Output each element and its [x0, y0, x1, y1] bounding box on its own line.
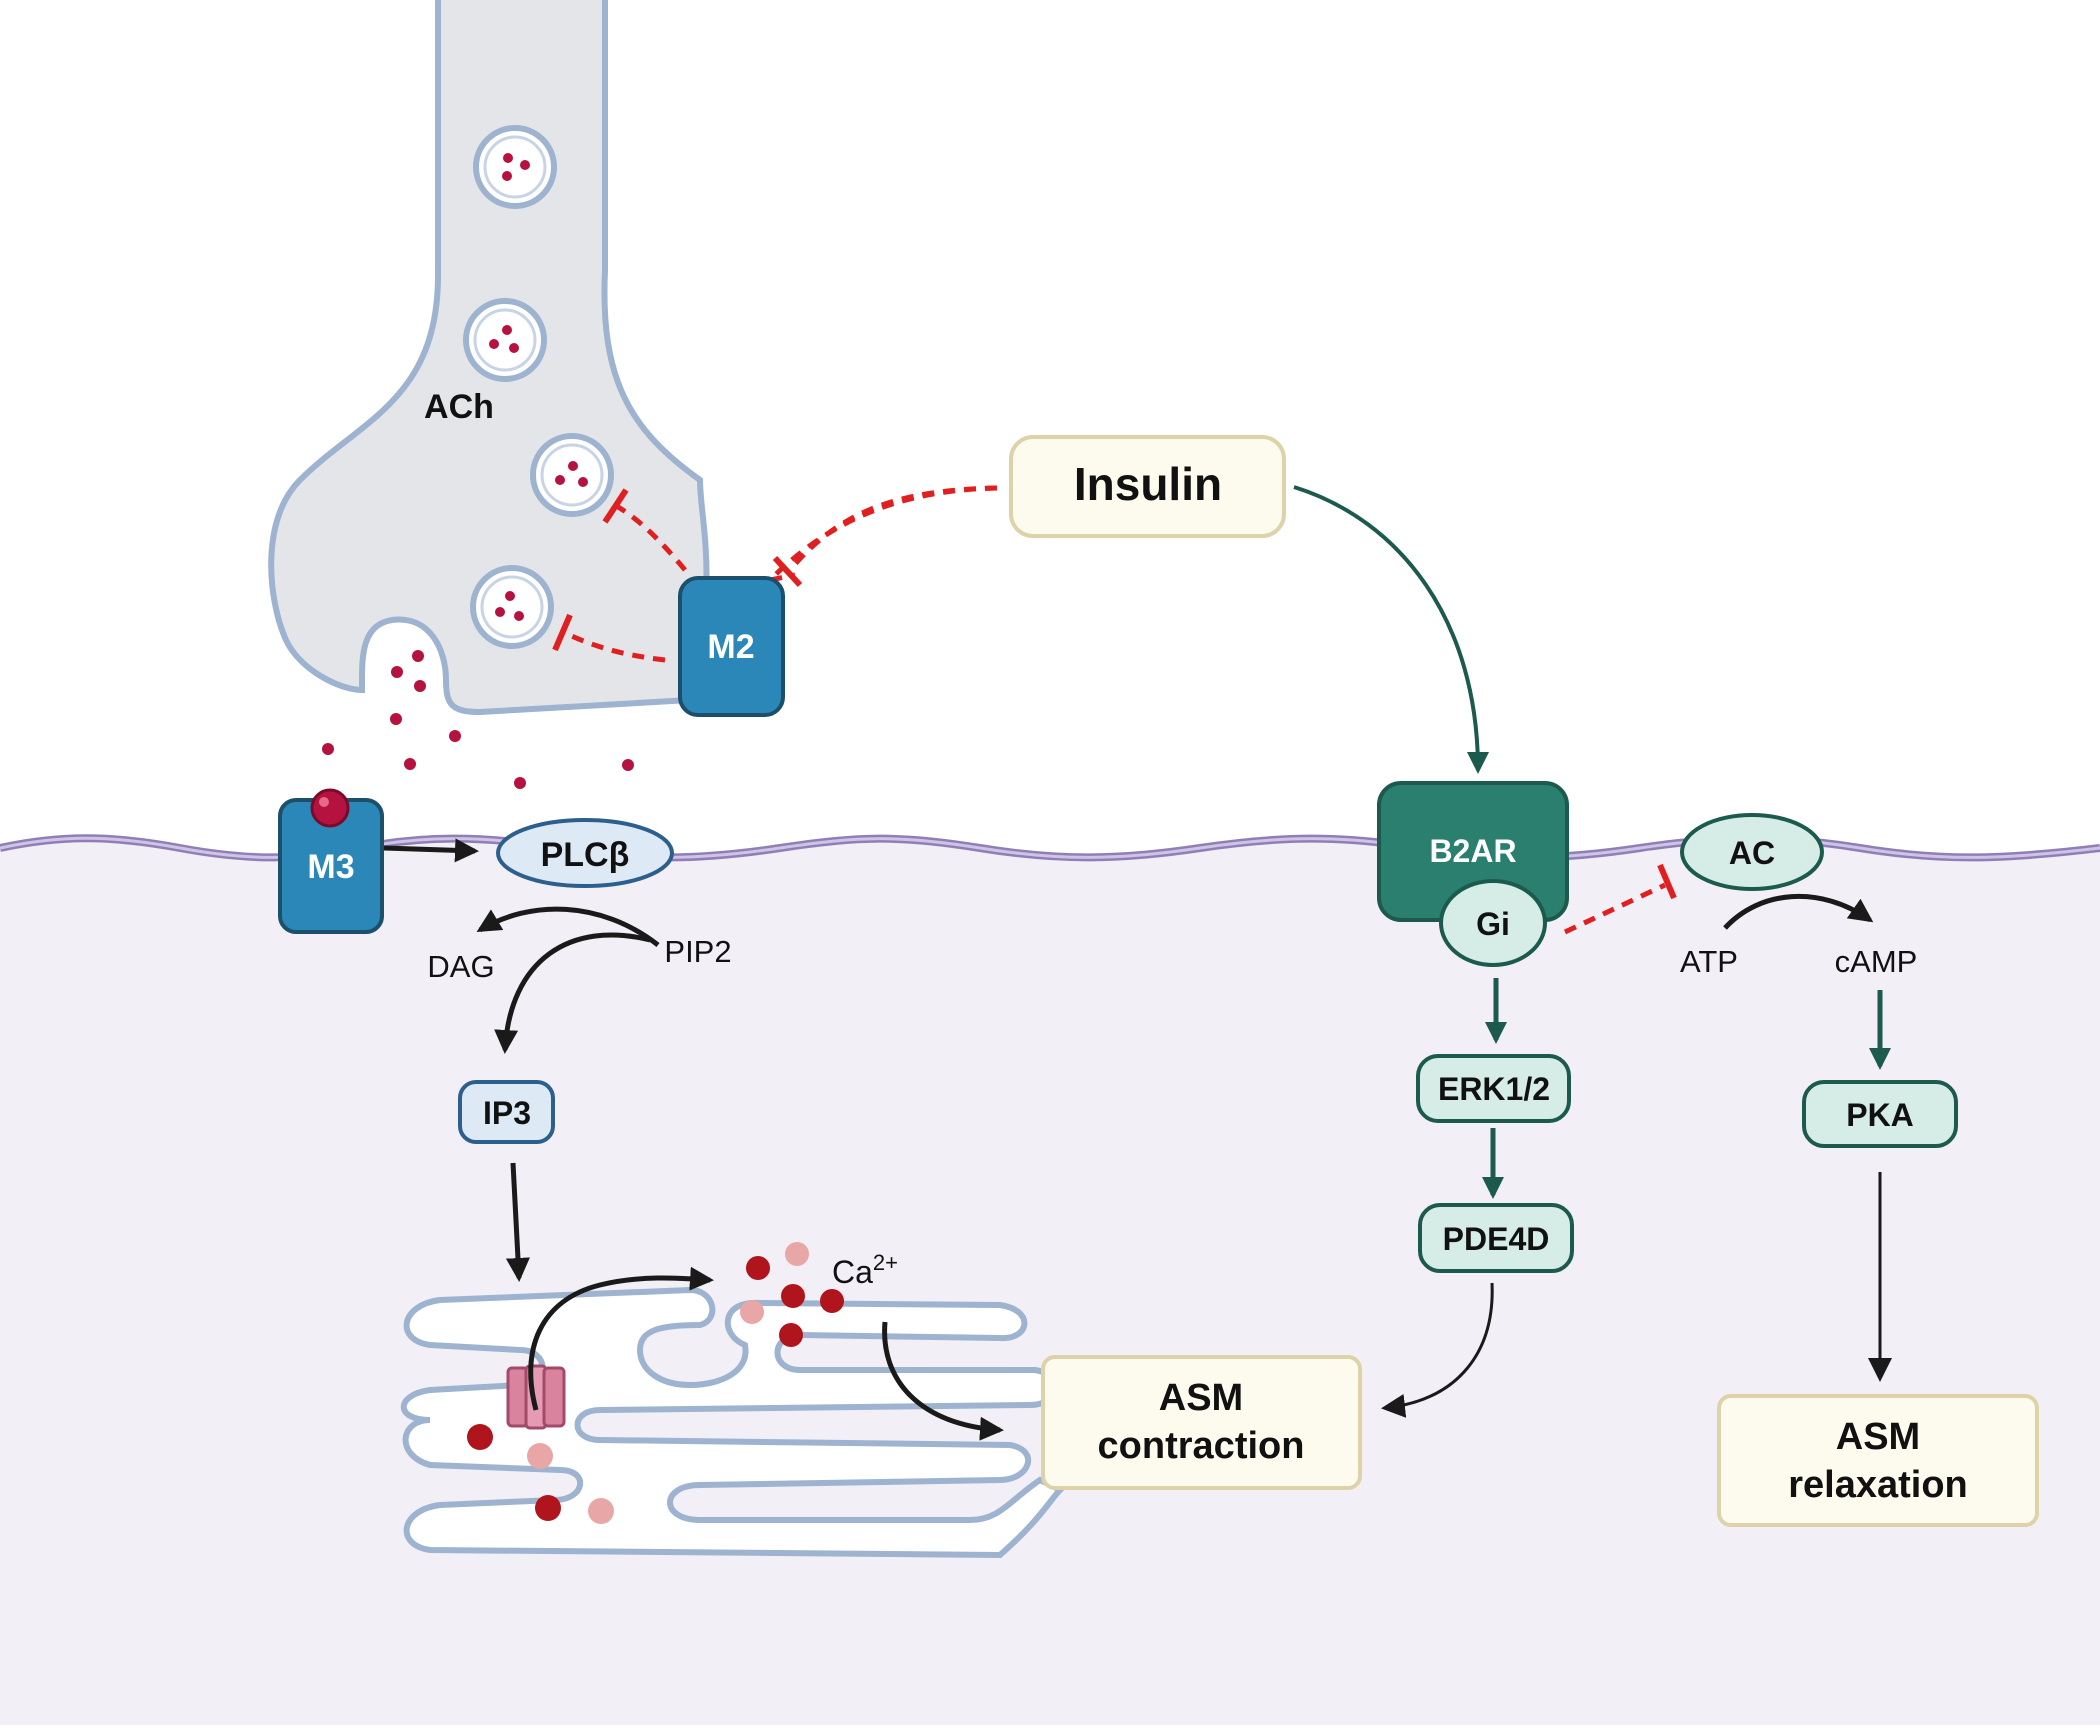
m2-vesicle3-tbar — [602, 488, 629, 524]
pka-label: PKA — [1846, 1097, 1914, 1133]
erk-box — [1416, 1054, 1571, 1123]
b2ar-label: B2AR — [1429, 833, 1516, 869]
cytosolic-calcium — [740, 1242, 844, 1347]
plcb-enzyme — [496, 818, 674, 888]
erk-label: ERK1/2 — [1438, 1071, 1550, 1107]
ip3-box — [458, 1080, 555, 1144]
insulin-m2-dash — [788, 485, 998, 572]
asm-relaxation-line2: relaxation — [1788, 1464, 1968, 1506]
atp-to-camp-arrow — [1723, 893, 1874, 930]
pde4d-box — [1418, 1203, 1574, 1273]
ach-vesicle-2 — [463, 298, 547, 382]
gi-protein — [1439, 879, 1547, 967]
atp-label: ATP — [1680, 944, 1738, 979]
ip3-receptor-channel — [506, 1364, 566, 1430]
ach-vesicle-4 — [470, 565, 554, 649]
plcb-label: PLCβ — [541, 836, 630, 874]
m3-bound-ach — [310, 788, 350, 828]
camp-label: cAMP — [1835, 944, 1918, 979]
insulin-inhibits-m2 — [762, 485, 998, 585]
gi-inhibits-ac — [1563, 882, 1667, 935]
insulin-m2-tbar — [772, 555, 803, 588]
m2-receptor — [678, 576, 785, 717]
ca-label: Ca2+ — [832, 1250, 898, 1290]
ip3-label: IP3 — [483, 1095, 531, 1131]
insulin-to-b2ar-arrow — [1293, 485, 1489, 774]
ach-vesicle-3 — [530, 433, 614, 517]
m2-inhibits-vesicle-3 — [613, 502, 687, 572]
ip3-to-er-arrow — [505, 1162, 530, 1282]
pip2-to-ip3-arrow — [494, 932, 651, 1054]
asm-relaxation-line1: ASM — [1836, 1416, 1920, 1458]
ac-label: AC — [1729, 835, 1775, 871]
ca-release-arrow — [528, 1266, 714, 1411]
ac-enzyme — [1680, 813, 1824, 891]
cytoplasm — [0, 838, 2100, 1725]
m2-label: M2 — [707, 628, 754, 666]
asm-contraction-box — [1041, 1355, 1362, 1490]
insulin-label: Insulin — [1074, 458, 1222, 510]
insulin-box — [1009, 435, 1286, 538]
pka-box — [1802, 1080, 1958, 1148]
er-calcium — [467, 1424, 614, 1524]
ca-charge: 2+ — [873, 1250, 898, 1275]
asm-contraction-line1: ASM — [1159, 1377, 1243, 1419]
ca-label-text: Ca — [832, 1254, 873, 1290]
gi-label: Gi — [1476, 906, 1510, 942]
ca-to-contraction-arrow — [882, 1321, 1004, 1441]
asm-relaxation-box — [1717, 1394, 2039, 1527]
m3-ach-highlight — [319, 797, 329, 807]
pde4d-label: PDE4D — [1443, 1221, 1550, 1257]
released-ach — [322, 650, 634, 789]
gi-ac-tbar — [1657, 863, 1677, 900]
ach-vesicle-1 — [473, 125, 557, 209]
m3-to-plcb-arrow — [383, 838, 479, 863]
pip2-label: PIP2 — [664, 934, 731, 969]
m2-vesicle4-tbar — [552, 613, 573, 652]
pde4d-to-contraction-arrow — [1381, 1282, 1494, 1418]
ach-label: ACh — [424, 388, 494, 426]
dag-label: DAG — [427, 949, 494, 984]
m3-label: M3 — [307, 848, 354, 886]
asm-contraction-line2: contraction — [1098, 1425, 1305, 1467]
pip2-to-dag-arrow — [476, 906, 660, 947]
